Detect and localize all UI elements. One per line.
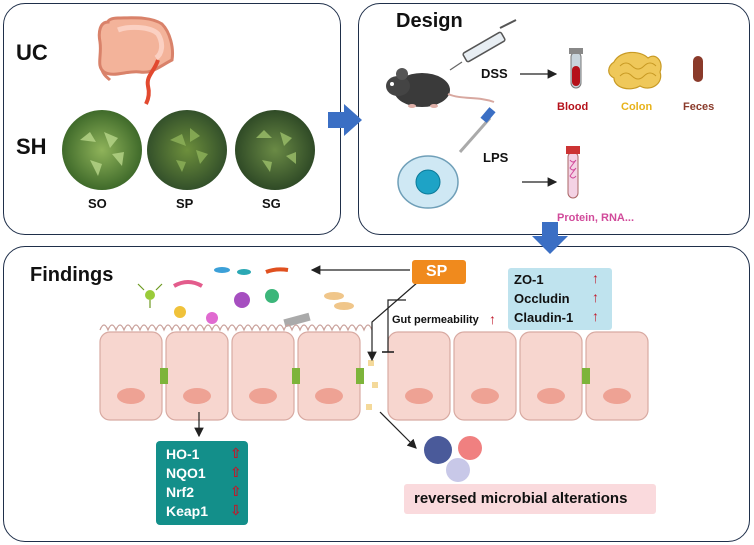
- tj-occludin: Occludin: [514, 291, 570, 306]
- findings-title: Findings: [30, 264, 114, 286]
- herb-label-sg: SG: [262, 196, 281, 211]
- syringe-icon: [449, 19, 517, 71]
- pipette-icon: [458, 107, 496, 153]
- tj-claudin1: Claudin-1: [514, 310, 574, 325]
- ao-keap1: Keap1: [166, 503, 209, 519]
- ao-ho1: HO-1: [166, 446, 200, 462]
- epithelium-icon: [99, 324, 649, 421]
- microbial-label: reversed microbial alterations: [414, 490, 628, 507]
- ao-ho1-arrow: ⇧: [230, 445, 242, 461]
- immune-cells-icon: [424, 436, 482, 482]
- herb-photo-sp: [147, 110, 227, 190]
- microbial-box: [404, 484, 656, 514]
- blue-arrow-down: [532, 222, 568, 254]
- antioxidant-box: HO-1 NQO1 Nrf2 Keap1 ⇧ ⇧ ⇧ ⇩: [156, 441, 248, 525]
- ao-nrf2: Nrf2: [166, 484, 195, 500]
- tight-junction-box: [508, 268, 612, 330]
- tj-zo1: ZO-1: [514, 272, 544, 287]
- herb-photo-so: [62, 110, 142, 190]
- colon-label: Colon: [621, 101, 653, 113]
- tj-zo1-arrow: ↑: [592, 270, 599, 286]
- cell-icon: [397, 155, 459, 209]
- gut-permeability-arrow: ↑: [489, 311, 496, 327]
- dss-label: DSS: [481, 66, 508, 81]
- feces-label: Feces: [683, 101, 715, 113]
- herb-photo-sg: [235, 110, 315, 190]
- ao-nqo1-arrow: ⇧: [230, 464, 242, 480]
- bacteria-icon: [137, 267, 354, 328]
- colon-icon: [97, 16, 174, 105]
- colon-tissue-icon: [608, 51, 662, 90]
- feces-icon: [693, 56, 703, 82]
- blood-tube-icon: [569, 48, 583, 89]
- blood-label: Blood: [557, 101, 589, 113]
- ao-nrf2-arrow: ⇧: [230, 483, 242, 499]
- ao-keap1-arrow: ⇩: [230, 502, 242, 518]
- design-title: Design: [396, 10, 463, 32]
- herb-label-so: SO: [88, 196, 107, 211]
- ao-nqo1: NQO1: [166, 465, 206, 481]
- mouse-icon: [386, 68, 495, 108]
- sp-box-label: SP: [426, 263, 448, 280]
- gut-permeability-label: Gut permeability: [392, 314, 479, 326]
- tj-claudin1-arrow: ↑: [592, 308, 599, 324]
- tj-occludin-arrow: ↑: [592, 289, 599, 305]
- blue-arrow-right: [328, 104, 362, 136]
- sp-box: [412, 260, 466, 284]
- protein-rna-label: Protein, RNA...: [557, 212, 635, 224]
- uc-label: UC: [16, 40, 48, 65]
- lps-label: LPS: [483, 150, 509, 165]
- herb-label-sp: SP: [176, 196, 194, 211]
- sh-label: SH: [16, 134, 47, 159]
- sample-tube-icon: [566, 146, 580, 199]
